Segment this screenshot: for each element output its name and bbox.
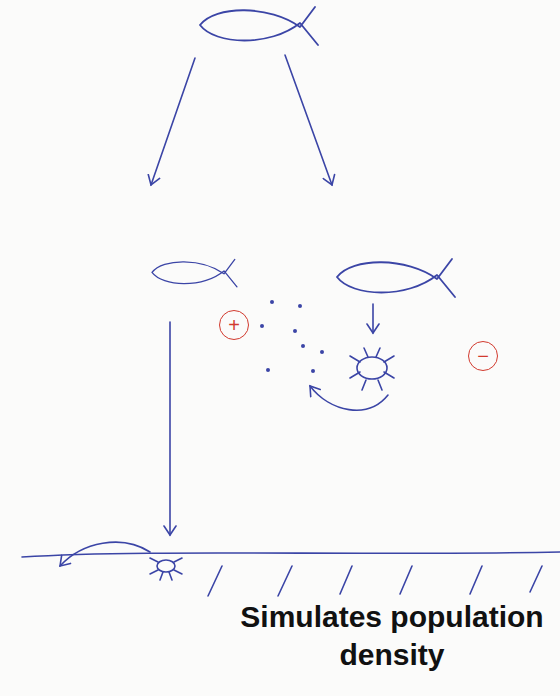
sign-text: + (228, 315, 240, 335)
bug-right (350, 348, 394, 390)
sign-circle: − (468, 341, 498, 371)
arrow (169, 322, 171, 535)
arrow (151, 58, 195, 185)
curved-arrow (60, 542, 150, 566)
bug-ground (150, 558, 182, 580)
caption-text: Simulates population density (230, 598, 554, 673)
fish-left (152, 259, 237, 286)
fish-top (200, 7, 318, 45)
dots (260, 300, 324, 373)
ground-hatch (208, 566, 542, 596)
sign-text: − (477, 346, 489, 366)
fish-right (337, 259, 455, 297)
arrow (285, 55, 332, 185)
curved-arrow (310, 386, 388, 410)
ground-line (22, 552, 560, 557)
sign-circle: + (219, 310, 249, 340)
arrow (372, 304, 374, 333)
